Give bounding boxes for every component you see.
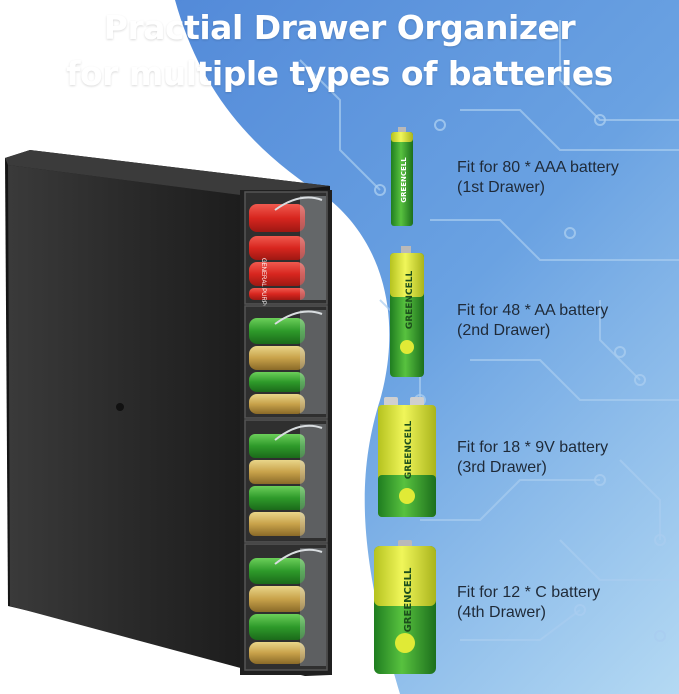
fit-label-aaa-capacity: Fit for 80 * AAA battery xyxy=(457,159,619,176)
hinge-dot xyxy=(116,403,124,411)
circuit-pattern xyxy=(299,20,679,641)
aa-brand-label: GREENCELL xyxy=(405,271,415,330)
drawer-3 xyxy=(244,419,328,543)
9v-brand-label: GREENCELL xyxy=(404,421,414,480)
fit-label-aaa-drawer: (1st Drawer) xyxy=(457,179,546,196)
circuit-nodes xyxy=(374,114,666,642)
fit-label-c: Fit for 12 * C battery (4th Drawer) xyxy=(457,583,600,623)
fit-label-c-drawer: (4th Drawer) xyxy=(457,604,546,621)
fit-label-aaa: Fit for 80 * AAA battery (1st Drawer) xyxy=(457,158,619,198)
fit-label-c-capacity: Fit for 12 * C battery xyxy=(457,584,601,601)
fit-label-9v-capacity: Fit for 18 * 9V battery xyxy=(457,439,609,456)
drawer-1: GENERAL PURPOSE xyxy=(244,191,328,317)
fit-label-aa-capacity: Fit for 48 * AA battery xyxy=(457,302,609,319)
fit-label-aa-drawer: (2nd Drawer) xyxy=(457,322,551,339)
aaa-battery-icon: GREENCELL xyxy=(391,127,413,226)
drawer-4 xyxy=(244,543,328,671)
drawer-2 xyxy=(244,305,328,419)
aa-battery-icon: GREENCELL xyxy=(390,246,424,377)
drawer-organizer: GENERAL PURPOSE xyxy=(5,150,332,676)
page-title-line-1: Practial Drawer Organizer xyxy=(103,8,576,47)
fit-label-9v-drawer: (3rd Drawer) xyxy=(457,459,547,476)
page-title-line-2: for multiple types of batteries xyxy=(66,54,613,93)
fit-label-9v: Fit for 18 * 9V battery (3rd Drawer) xyxy=(457,438,608,478)
drawer-1-battery-print: GENERAL PURPOSE xyxy=(260,258,266,317)
fit-label-aa: Fit for 48 * AA battery (2nd Drawer) xyxy=(457,301,608,341)
c-battery-icon: GREENCELL xyxy=(374,540,436,674)
aaa-brand-label: GREENCELL xyxy=(400,157,408,203)
9v-battery-icon: GREENCELL xyxy=(378,397,436,517)
c-brand-label: GREENCELL xyxy=(403,567,414,632)
